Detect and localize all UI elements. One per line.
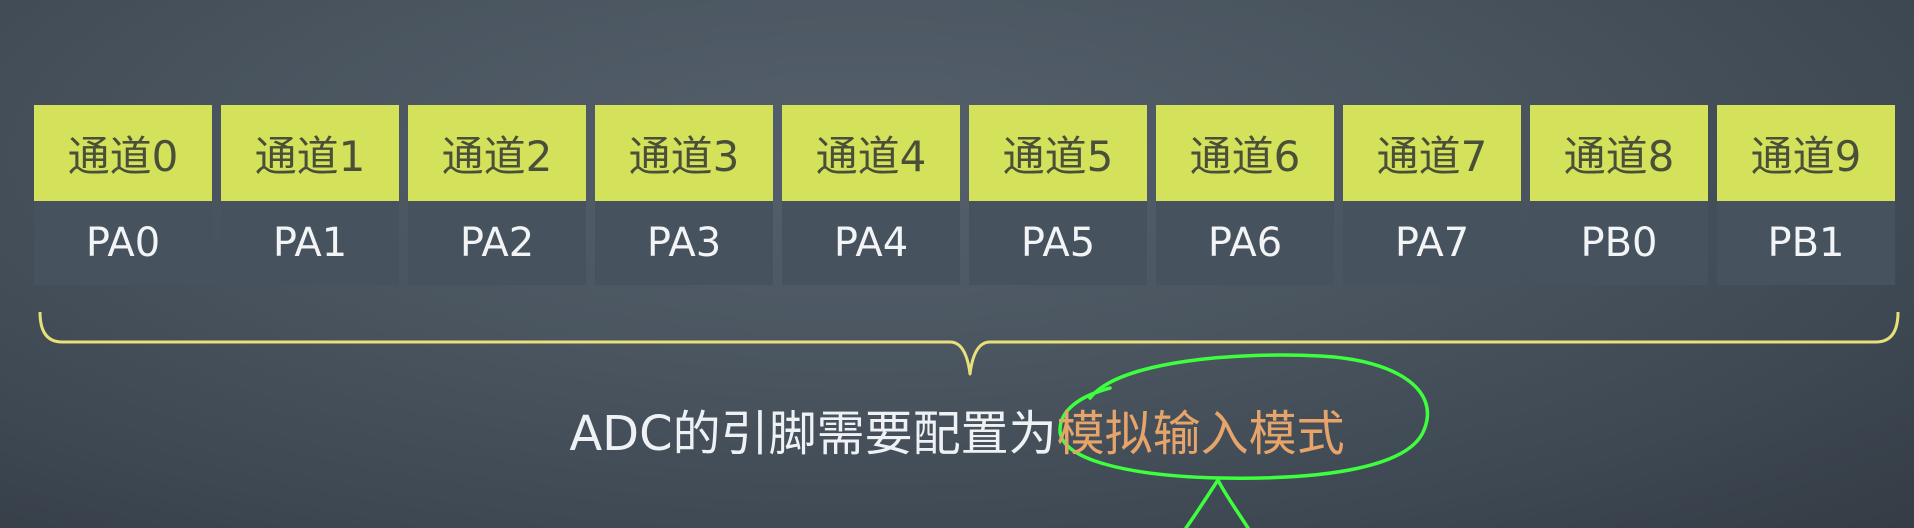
cell-channel-6: 通道6 PA6	[1156, 105, 1334, 285]
channel-label: 通道1	[221, 105, 399, 201]
channel-label: 通道0	[34, 105, 212, 201]
pin-label: PA0	[34, 201, 212, 285]
pin-label: PA3	[595, 201, 773, 285]
cell-channel-3: 通道3 PA3	[595, 105, 773, 285]
channel-label: 通道9	[1717, 105, 1895, 201]
caption-highlight: 模拟输入模式	[1056, 406, 1345, 462]
channel-label: 通道7	[1343, 105, 1521, 201]
channel-label: 通道3	[595, 105, 773, 201]
pin-label: PA6	[1156, 201, 1334, 285]
pin-label: PB1	[1717, 201, 1895, 285]
channel-label: 通道2	[408, 105, 586, 201]
pin-label: PB0	[1530, 201, 1708, 285]
cell-channel-0: 通道0 PA0	[34, 105, 212, 285]
cell-channel-9: 通道9 PB1	[1717, 105, 1895, 285]
pin-label: PA5	[969, 201, 1147, 285]
pin-label: PA7	[1343, 201, 1521, 285]
channel-pin-table: 通道0 PA0 通道1 PA1 通道2 PA2 通道3 PA3 通道4 PA4 …	[34, 105, 1896, 285]
pin-label: PA4	[782, 201, 960, 285]
cell-channel-4: 通道4 PA4	[782, 105, 960, 285]
cell-channel-5: 通道5 PA5	[969, 105, 1147, 285]
brace-bracket	[38, 311, 1900, 376]
cell-channel-2: 通道2 PA2	[408, 105, 586, 285]
caption-text: ADC的引脚需要配置为模拟输入模式	[0, 402, 1914, 466]
pin-label: PA2	[408, 201, 586, 285]
pin-label: PA1	[221, 201, 399, 285]
channel-label: 通道4	[782, 105, 960, 201]
caption-prefix: ADC的引脚需要配置为	[569, 406, 1057, 462]
channel-label: 通道8	[1530, 105, 1708, 201]
cell-channel-7: 通道7 PA7	[1343, 105, 1521, 285]
channel-label: 通道6	[1156, 105, 1334, 201]
channel-label: 通道5	[969, 105, 1147, 201]
hand-drawn-arrow	[1184, 476, 1250, 528]
cell-channel-1: 通道1 PA1	[221, 105, 399, 285]
cell-channel-8: 通道8 PB0	[1530, 105, 1708, 285]
